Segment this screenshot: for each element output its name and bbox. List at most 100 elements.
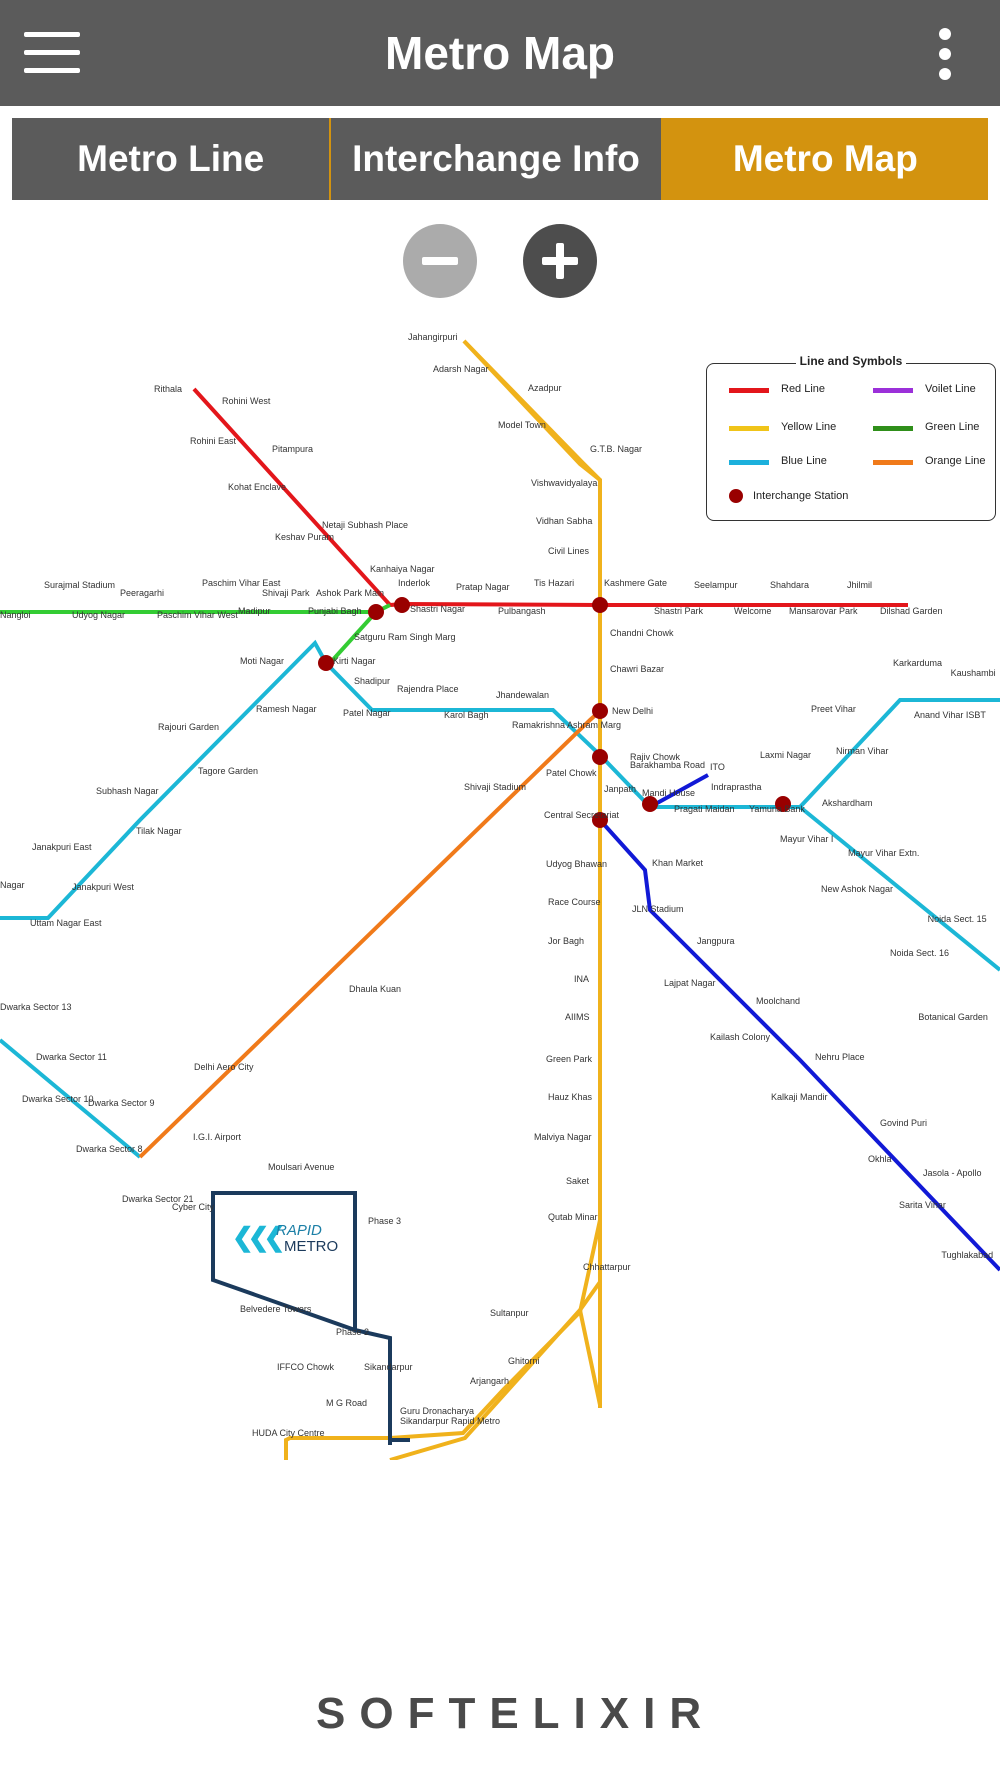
station-label: AIIMS	[565, 1012, 590, 1022]
station-label: Race Course	[548, 897, 601, 907]
station-label: Nehru Place	[815, 1052, 865, 1062]
station-label: Shivaji Stadium	[464, 782, 526, 792]
station-label: Satguru Ram Singh Marg	[354, 632, 456, 642]
legend-orange-line: Orange Line	[925, 455, 986, 467]
station-label: I.G.I. Airport	[193, 1132, 242, 1142]
station-label: Malviya Nagar	[534, 1132, 592, 1142]
app-bar: Metro Map	[0, 0, 1000, 106]
rapid-metro-logo: ❮❮❮ RAPID METRO	[232, 1220, 342, 1260]
station-label: Jasola - Apollo	[923, 1168, 982, 1178]
station-label: Karol Bagh	[444, 710, 489, 720]
blue-line-swatch	[729, 460, 769, 465]
station-label: Dhaula Kuan	[349, 984, 401, 994]
station-label: Rohini East	[190, 436, 237, 446]
station-label: Preet Vihar	[811, 704, 856, 714]
station-label: Janakpuri East	[32, 842, 92, 852]
station-label: Shastri Park	[654, 606, 704, 616]
station-label: Cyber City	[172, 1202, 215, 1212]
station-label: Surajmal Stadium	[44, 580, 115, 590]
station-label: Punjabi Bagh	[308, 606, 362, 616]
station-label: Pratap Nagar	[456, 582, 510, 592]
interchange-markers	[318, 597, 791, 828]
legend-green-line: Green Line	[925, 421, 980, 433]
station-label: Kailash Colony	[710, 1032, 771, 1042]
station-label: Kohat Enclave	[228, 482, 286, 492]
more-options-icon[interactable]	[930, 28, 960, 80]
station-label: Indraprastha	[711, 782, 762, 792]
station-label: Dwarka Sector 10	[22, 1094, 94, 1104]
station-label: Rithala	[154, 384, 182, 394]
station-label: Mayur Vihar Extn.	[848, 848, 919, 858]
legend-yellow-line: Yellow Line	[781, 421, 837, 433]
station-label: Delhi Aero City	[194, 1062, 254, 1072]
station-label: Khan Market	[652, 858, 704, 868]
station-label: Central Secretariat	[544, 810, 620, 820]
station-label: Azadpur	[528, 383, 562, 393]
station-label: Janakpuri West	[72, 882, 134, 892]
station-label: Ramakrishna Ashram Marg	[512, 720, 621, 730]
station-label: Jor Bagh	[548, 936, 584, 946]
station-label: Tagore Garden	[198, 766, 258, 776]
station-label: Vidhan Sabha	[536, 516, 592, 526]
station-label: Moolchand	[756, 996, 800, 1006]
softelixir-logo: SOFTELIXIR	[316, 1665, 701, 1765]
station-label: Sikandarpur Rapid Metro	[400, 1416, 500, 1426]
station-label: Jhilmil	[847, 580, 872, 590]
station-label: JLN Stadium	[632, 904, 684, 914]
station-label: Paschim Vihar West	[157, 610, 238, 620]
station-label: Tughlakabad	[941, 1250, 993, 1260]
rapid-metro-chevrons-icon: ❮❮❮	[232, 1222, 285, 1252]
station-label: Barakhamba Road	[630, 760, 705, 770]
hamburger-menu-icon[interactable]	[24, 30, 80, 76]
station-label: Rajiv Chowk	[630, 752, 681, 762]
station-label: Subhash Nagar	[96, 786, 159, 796]
rapid-metro-logo-text-2: METRO	[284, 1238, 339, 1255]
station-label: Inderlok	[398, 578, 431, 588]
station-label: INA	[574, 974, 589, 984]
tab-metro-map[interactable]: Metro Map	[660, 118, 988, 200]
station-label: Noida Sect. 15	[928, 914, 987, 924]
violet-line-swatch	[873, 388, 913, 393]
station-label: Tis Hazari	[534, 578, 574, 588]
station-label: Sarita Vihar	[899, 1200, 946, 1210]
station-label: Dwarka Sector 13	[0, 1002, 72, 1012]
green-line-swatch	[873, 426, 913, 431]
station-label: HUDA City Centre	[252, 1428, 325, 1438]
legend-red-line: Red Line	[781, 383, 826, 395]
legend-title: Line and Symbols	[795, 354, 907, 368]
red-line-swatch	[729, 388, 769, 393]
station-label: Keshav Puram	[275, 532, 334, 542]
station-label: Green Park	[546, 1054, 593, 1064]
station-label: Moti Nagar	[240, 656, 284, 666]
station-label: Dilshad Garden	[880, 606, 943, 616]
station-label: Ghitorni	[508, 1356, 540, 1366]
station-label: Mandi House	[642, 788, 695, 798]
station-label: Kashmere Gate	[604, 578, 667, 588]
station-label: Dwarka Sector 9	[88, 1098, 155, 1108]
metro-map-svg	[0, 339, 1000, 1460]
station-label: Nangloi	[0, 610, 31, 620]
station-label: Rajendra Place	[397, 684, 459, 694]
station-label: Welcome	[734, 606, 771, 616]
tab-interchange-info[interactable]: Interchange Info	[329, 118, 661, 200]
station-label: Shadipur	[354, 676, 390, 686]
station-label: Phase 3	[368, 1216, 401, 1226]
station-label: Uttam Nagar East	[30, 918, 102, 928]
station-label: Phase 2	[336, 1327, 369, 1337]
tab-metro-line[interactable]: Metro Line	[12, 118, 330, 200]
zoom-in-button[interactable]	[523, 224, 597, 298]
station-label: Qutab Minar	[548, 1212, 598, 1222]
interchange-station-icon	[729, 489, 743, 503]
station-label: Botanical Garden	[918, 1012, 988, 1022]
station-label: Kaushambi	[951, 668, 996, 678]
zoom-out-button[interactable]	[403, 224, 477, 298]
station-label: Sikandarpur	[364, 1362, 413, 1372]
station-label: Rajouri Garden	[158, 722, 219, 732]
station-label: Kalkaji Mandir	[771, 1092, 828, 1102]
station-label: Saket	[566, 1176, 590, 1186]
station-label: Rohini West	[222, 396, 271, 406]
station-label: Kirti Nagar	[333, 656, 376, 666]
violet-line	[598, 818, 1000, 1272]
